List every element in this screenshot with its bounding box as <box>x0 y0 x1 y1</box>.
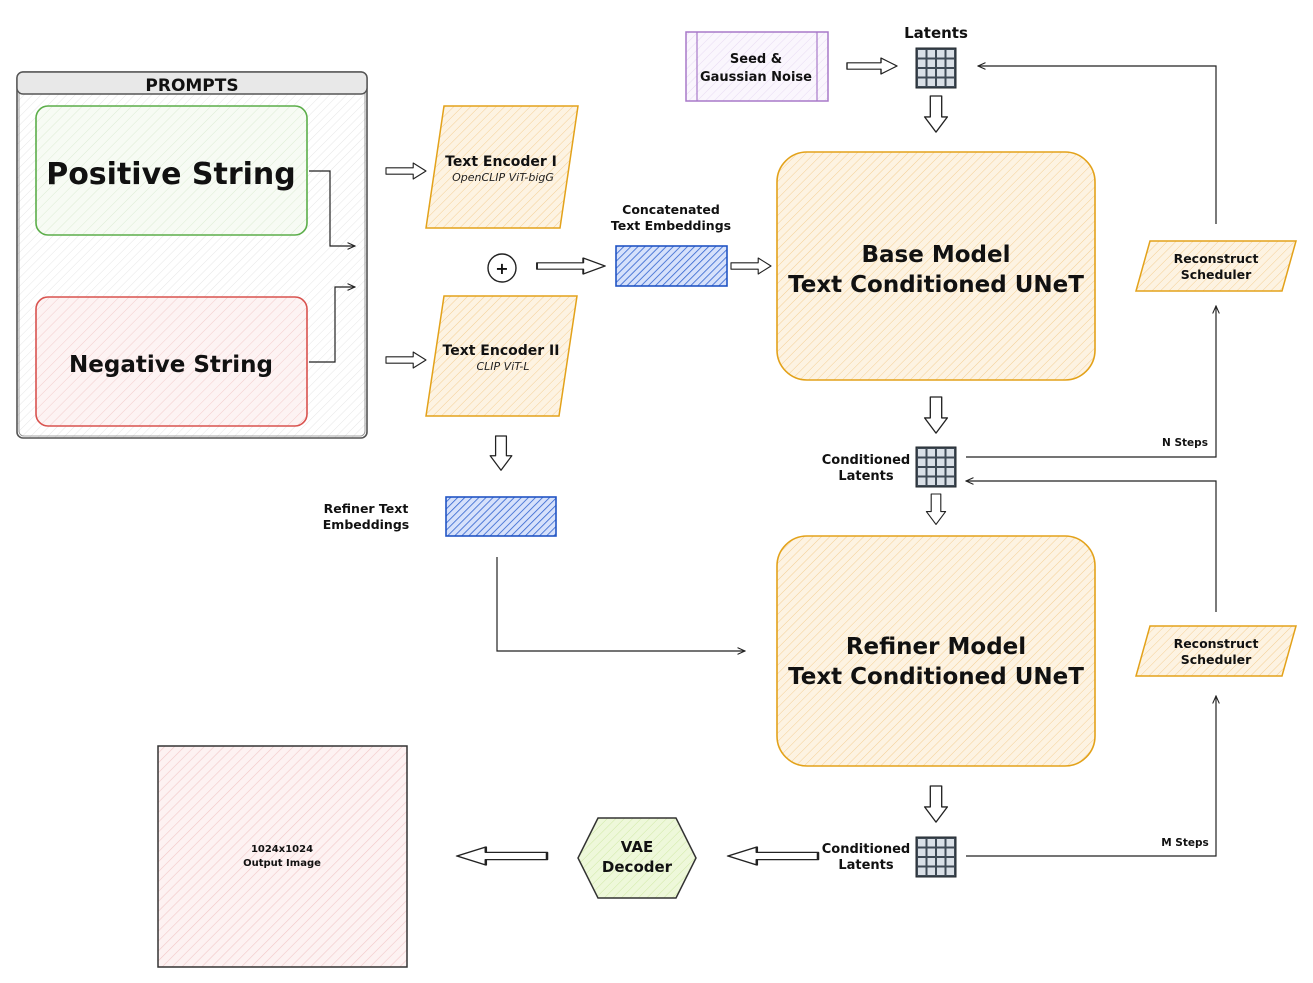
scheduler2-line1: Reconstruct <box>1174 636 1259 651</box>
latents-grid-icon <box>915 47 957 89</box>
scheduler2-to-cond1-line <box>966 481 1217 612</box>
negative-connector <box>309 287 355 363</box>
negative-string-label: Negative String <box>69 352 273 378</box>
positive-string-box: Positive String <box>35 105 308 236</box>
cond1-line1: Conditioned <box>822 453 910 468</box>
concat-embedding-bar <box>615 245 728 287</box>
arrow-cond2-to-vae <box>726 845 820 867</box>
text-encoder-2: Text Encoder II CLIP ViT-L <box>425 295 578 417</box>
arrow-to-latents <box>846 57 898 75</box>
scheduler2-line2: Scheduler <box>1181 652 1252 667</box>
cond2-line2: Latents <box>838 858 894 873</box>
output-line1: 1024x1024 <box>251 844 313 855</box>
refiner-emb-connector <box>496 557 745 651</box>
vae-line1: VAE <box>621 838 653 856</box>
arrow-refiner-to-cond-latents <box>923 785 949 823</box>
arrow-to-refiner-embeddings <box>489 435 513 471</box>
cond-latents-1-grid-icon <box>915 446 957 488</box>
concat-label-line2: Text Embeddings <box>611 218 731 233</box>
arrow-latents-to-base <box>923 95 949 133</box>
arrow-base-to-cond-latents <box>923 396 949 434</box>
encoder-2-subtitle: CLIP ViT-L <box>476 360 529 373</box>
arrow-to-base-model <box>730 257 772 275</box>
arrow-cond-to-refiner <box>925 493 947 525</box>
conditioned-latents-1: Conditioned Latents <box>822 446 957 488</box>
negative-string-box: Negative String <box>35 296 308 427</box>
refiner-embedding-bar <box>445 496 557 537</box>
positive-string-label: Positive String <box>46 157 296 192</box>
refiner-model-title: Refiner Model <box>846 634 1026 660</box>
concat-plus-icon: + <box>487 253 517 283</box>
cond2-line1: Conditioned <box>822 842 910 857</box>
cond1-to-scheduler1-line <box>966 306 1216 458</box>
reconstruct-scheduler-2: Reconstruct Scheduler <box>1135 625 1297 677</box>
vae-line2: Decoder <box>602 858 673 876</box>
arrow-to-concat <box>536 257 606 275</box>
m-steps-label: M Steps <box>1161 837 1209 849</box>
cond2-to-scheduler2-line <box>966 696 1216 857</box>
cond1-line2: Latents <box>838 469 894 484</box>
encoder-1-title: Text Encoder I <box>445 154 557 170</box>
encoder-2-title: Text Encoder II <box>443 343 560 359</box>
concatenated-embeddings: Concatenated Text Embeddings <box>611 202 731 287</box>
seed-noise-box: Seed & Gaussian Noise <box>685 31 829 102</box>
arrow-to-encoder-2 <box>385 351 427 369</box>
refiner-model-subtitle: Text Conditioned UNeT <box>788 664 1084 690</box>
vae-decoder: VAE Decoder <box>577 817 697 899</box>
cond-latents-2-grid-icon <box>915 836 957 878</box>
conditioned-latents-2: Conditioned Latents <box>822 836 957 878</box>
scheduler1-line1: Reconstruct <box>1174 251 1259 266</box>
output-line2: Output Image <box>243 858 321 869</box>
text-encoder-1: Text Encoder I OpenCLIP ViT-bigG <box>425 105 579 229</box>
n-steps-label: N Steps <box>1162 437 1208 449</box>
seed-line2: Gaussian Noise <box>700 70 812 85</box>
positive-connector <box>309 170 355 246</box>
latents-label: Latents <box>904 24 968 42</box>
refiner-emb-line1: Refiner Text <box>324 501 409 516</box>
arrow-to-encoder-1 <box>385 162 427 180</box>
base-model-title: Base Model <box>862 242 1011 268</box>
prompts-title: PROMPTS <box>145 76 238 96</box>
scheduler1-to-latents-line <box>978 66 1217 224</box>
plus-symbol: + <box>495 259 508 278</box>
refiner-model-box: Refiner Model Text Conditioned UNeT <box>776 535 1096 767</box>
refiner-text-embeddings: Refiner Text Embeddings <box>323 496 557 537</box>
arrow-vae-to-output <box>455 845 549 867</box>
reconstruct-scheduler-1: Reconstruct Scheduler <box>1135 240 1297 292</box>
output-image: 1024x1024 Output Image <box>157 745 408 968</box>
refiner-emb-line2: Embeddings <box>323 517 409 532</box>
concat-label-line1: Concatenated <box>622 202 720 217</box>
base-model-box: Base Model Text Conditioned UNeT <box>776 151 1096 381</box>
seed-line1: Seed & <box>730 52 782 67</box>
scheduler1-line2: Scheduler <box>1181 267 1252 282</box>
encoder-1-subtitle: OpenCLIP ViT-bigG <box>452 171 554 184</box>
base-model-subtitle: Text Conditioned UNeT <box>788 272 1084 298</box>
